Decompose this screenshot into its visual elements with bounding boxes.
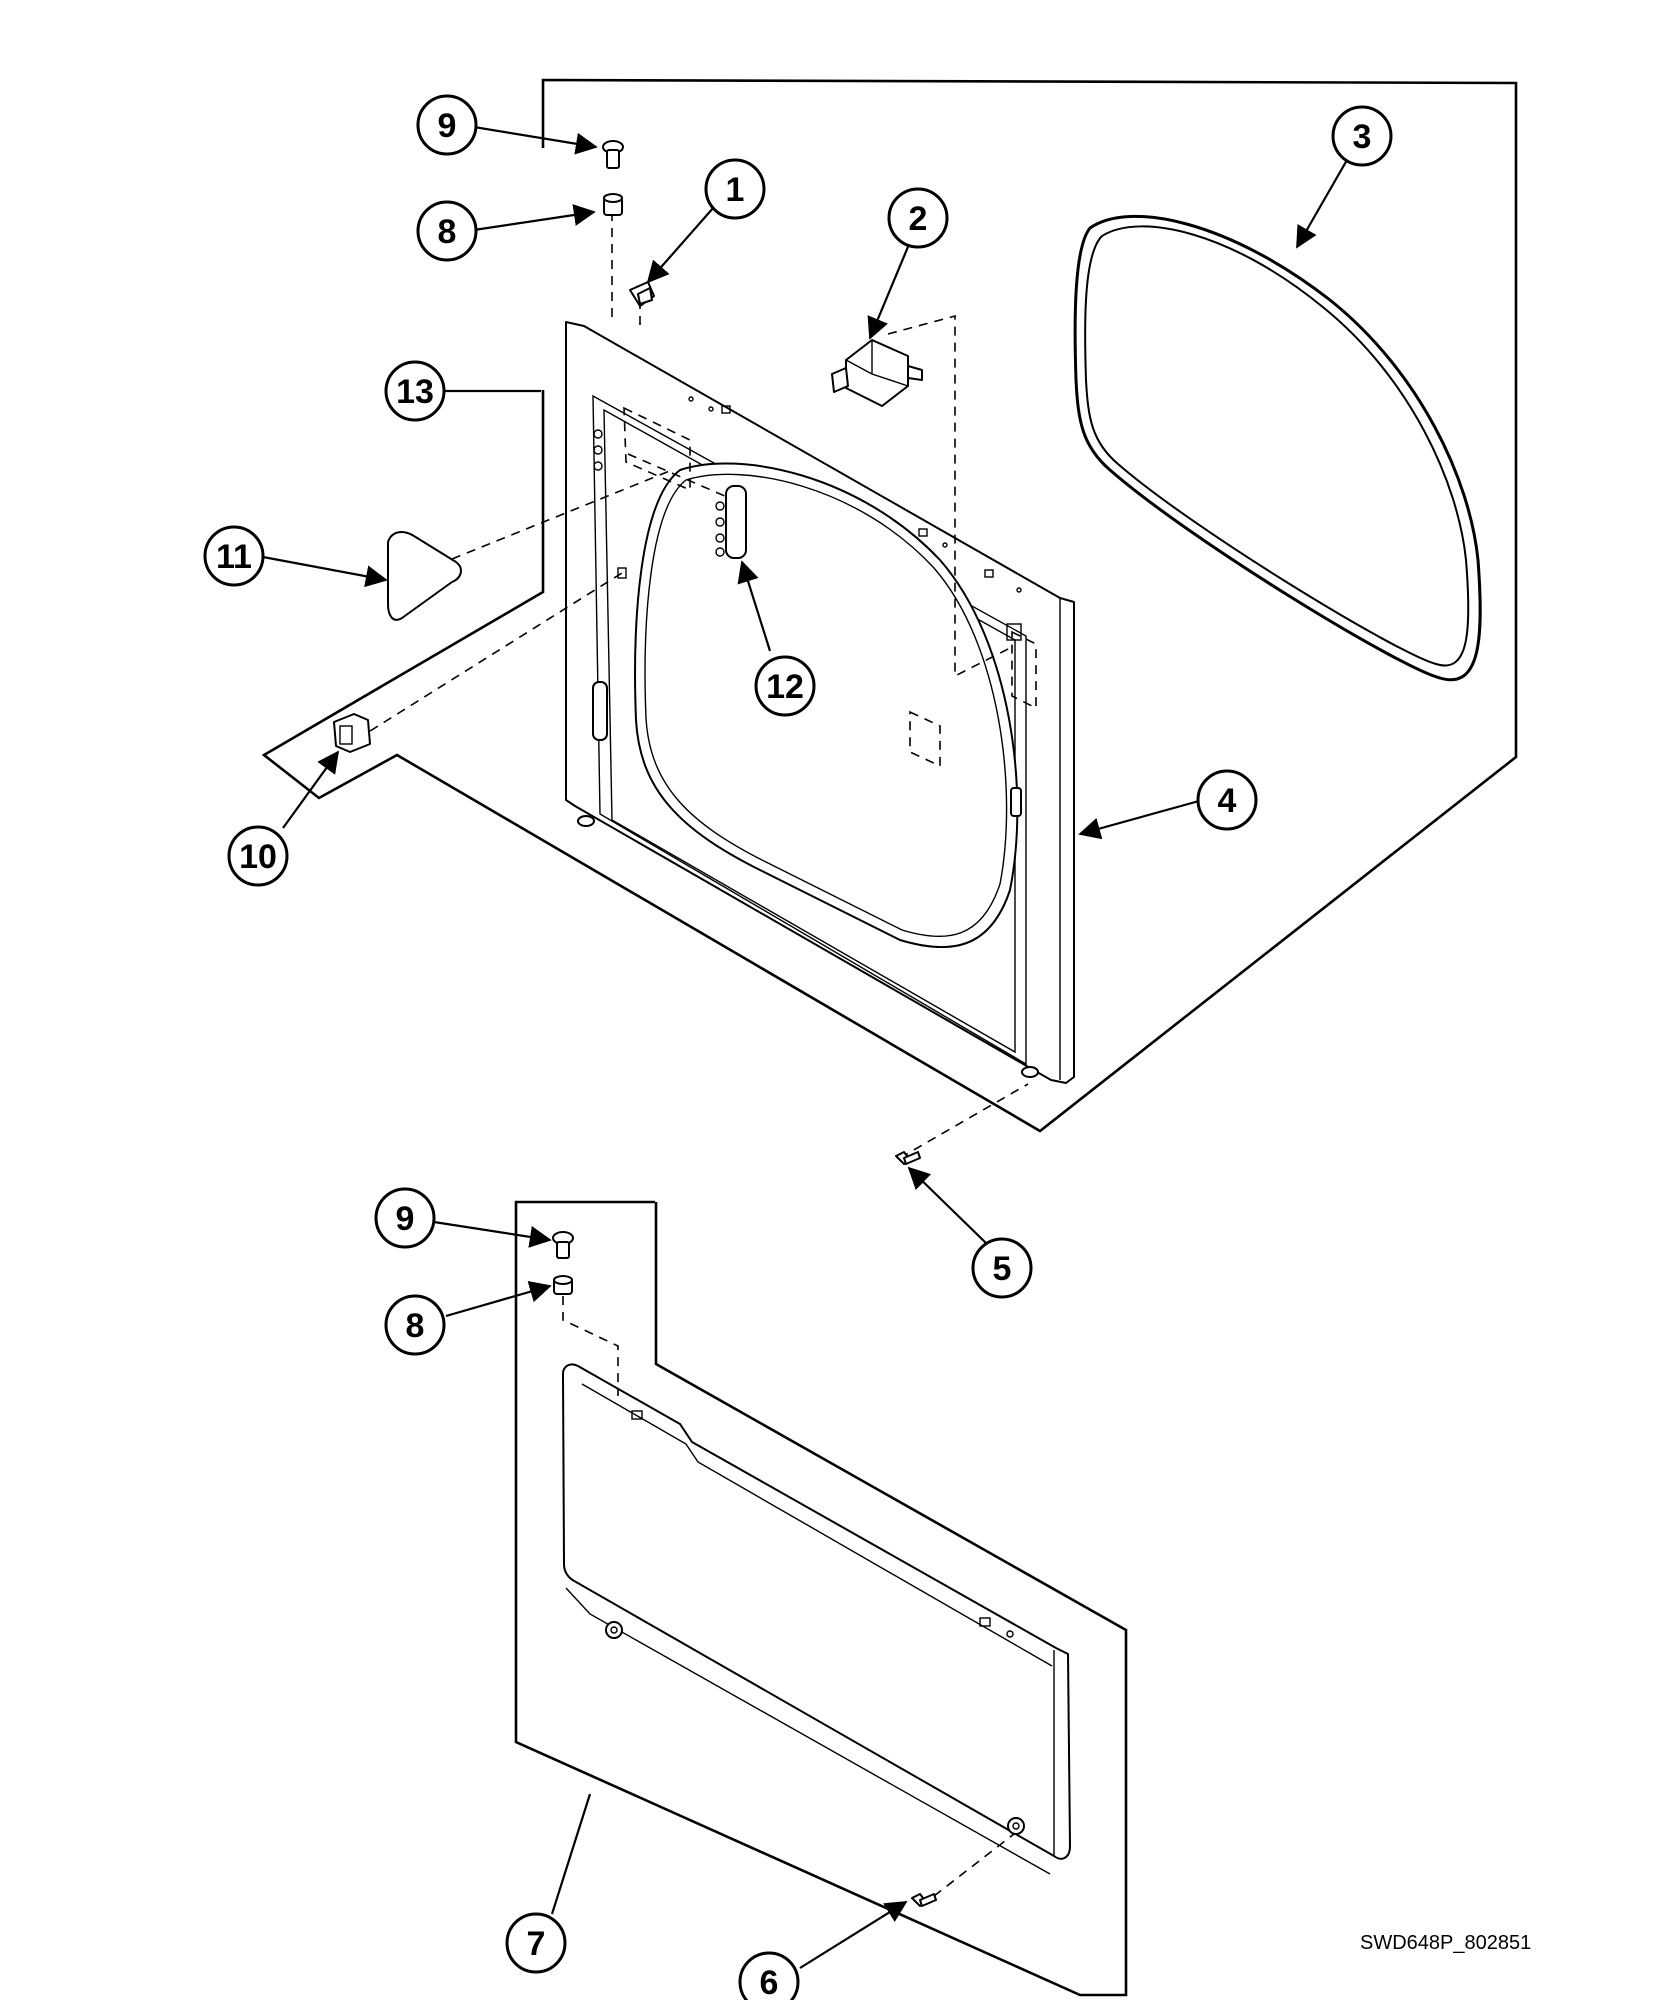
callout-5: 5: [971, 1237, 1033, 1299]
spacer-part-8-top: [603, 193, 623, 216]
clip-part-1: [629, 281, 655, 307]
screw-part-9-top: [602, 140, 624, 169]
callout-11: 11: [203, 525, 265, 587]
callout-5-label: 5: [993, 1250, 1012, 1288]
callout-9-top: 9: [416, 94, 478, 156]
callout-6-label: 6: [760, 1964, 779, 2000]
screw-part-6: [911, 1893, 937, 1907]
callout-7-label: 7: [527, 1925, 546, 1963]
callout-12-label: 12: [766, 668, 804, 706]
spacer-part-8-bottom: [553, 1275, 573, 1295]
callout-3: 3: [1331, 105, 1393, 167]
door-gasket-part-3: [1073, 214, 1482, 682]
callout-8-bottom-label: 8: [406, 1307, 425, 1345]
hinge-part-12: [715, 485, 747, 559]
callout-4: 4: [1196, 769, 1258, 831]
callout-10: 10: [227, 825, 289, 887]
screw-part-5: [895, 1151, 921, 1165]
label-part-11: [387, 531, 462, 621]
callout-11-label: 11: [216, 538, 252, 576]
callout-2: 2: [887, 187, 949, 249]
callout-2-label: 2: [909, 200, 928, 238]
upper-assembly-outline: [261, 78, 1518, 1133]
leader-lines: [262, 125, 1348, 1969]
callout-1: 1: [704, 158, 766, 220]
drawing-code: SWD648P_802851: [1360, 1932, 1531, 1954]
lower-assembly-paths: [562, 1296, 1015, 1897]
front-panel: [565, 321, 1075, 1084]
door-switch-part-2: [831, 339, 923, 407]
callout-1-label: 1: [726, 171, 745, 209]
upper-assembly-paths: [342, 212, 1037, 1159]
callout-7: 7: [505, 1912, 567, 1974]
callout-13-label: 13: [396, 373, 434, 411]
callout-6: 6: [738, 1951, 800, 2000]
callout-9-bottom: 9: [374, 1187, 436, 1249]
lower-assembly-outline: [514, 1200, 1128, 1997]
callout-4-label: 4: [1218, 782, 1237, 820]
callout-8-bottom: 8: [384, 1294, 446, 1356]
latch-part-10: [333, 713, 371, 753]
callout-9-bottom-label: 9: [396, 1200, 415, 1238]
callout-13: 13: [384, 360, 446, 422]
callout-9-top-label: 9: [438, 107, 457, 145]
callout-3-label: 3: [1353, 118, 1372, 156]
callout-12: 12: [754, 655, 816, 717]
callout-10-label: 10: [239, 838, 277, 876]
callout-8-top-label: 8: [438, 213, 457, 251]
lower-panel: [562, 1363, 1071, 1875]
callout-8-top: 8: [416, 200, 478, 262]
screw-part-9-bottom: [552, 1231, 574, 1259]
